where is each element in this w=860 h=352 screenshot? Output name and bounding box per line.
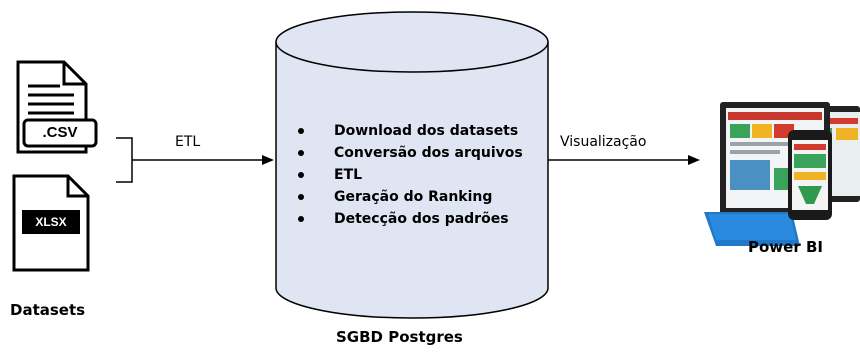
step-label: Geração do Ranking: [334, 189, 493, 205]
etl-label: ETL: [175, 134, 201, 150]
csv-file-icon: [16, 60, 98, 154]
file-bracket: [116, 137, 133, 183]
step-item: ETL: [298, 164, 538, 186]
bullet-icon: [298, 150, 304, 156]
step-item: Geração do Ranking: [298, 186, 538, 208]
xlsx-file-icon: [12, 174, 90, 272]
bullet-icon: [298, 172, 304, 178]
database-cylinder: [275, 11, 549, 319]
database-label: SGBD Postgres: [336, 328, 463, 346]
bullet-icon: [298, 194, 304, 200]
datasets-label: Datasets: [10, 301, 86, 319]
step-label: ETL: [334, 167, 363, 183]
step-item: Download dos datasets: [298, 120, 538, 142]
step-item: Conversão dos arquivos: [298, 142, 538, 164]
power-bi-label: Power BI: [748, 238, 823, 256]
visualization-arrow: [548, 155, 700, 165]
power-bi-devices-icon: [704, 102, 860, 246]
xlsx-file-tag: XLSX: [35, 215, 67, 229]
step-label: Detecção dos padrões: [334, 211, 509, 227]
step-item: Detecção dos padrões: [298, 208, 538, 230]
step-label: Download dos datasets: [334, 123, 519, 139]
database-steps-list: Download dos datasets Conversão dos arqu…: [298, 120, 538, 230]
visualization-label: Visualização: [560, 134, 647, 150]
step-label: Conversão dos arquivos: [334, 145, 523, 161]
etl-arrow: [132, 155, 274, 165]
bullet-icon: [298, 128, 304, 134]
bullet-icon: [298, 216, 304, 222]
csv-file-tag: .CSV: [42, 124, 78, 141]
